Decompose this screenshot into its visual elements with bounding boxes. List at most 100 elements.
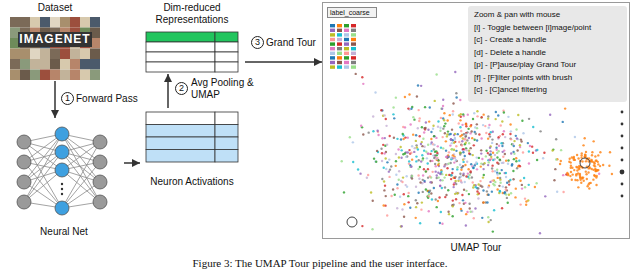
data-point (431, 198, 433, 200)
data-point (440, 211, 442, 213)
data-point (440, 146, 442, 148)
data-point (501, 145, 503, 147)
data-point (376, 150, 378, 152)
data-point (491, 170, 493, 172)
data-point (407, 192, 409, 194)
data-point (432, 124, 434, 126)
data-point (428, 193, 430, 195)
data-point (582, 144, 584, 146)
data-point (393, 136, 395, 138)
neuron (93, 175, 107, 189)
data-point (517, 114, 519, 116)
data-point (385, 118, 387, 120)
data-point (448, 213, 450, 215)
node-text: [c] - Create a handle (474, 35, 546, 45)
data-point (488, 126, 490, 128)
data-point (422, 179, 424, 181)
data-point (465, 141, 467, 143)
data-point (450, 138, 452, 140)
data-point (469, 207, 471, 209)
data-point (592, 178, 594, 180)
photo-tile (10, 17, 20, 28)
data-point (447, 211, 449, 213)
data-point (472, 181, 474, 183)
data-point (445, 140, 447, 142)
data-point (454, 133, 456, 135)
data-point (415, 199, 417, 201)
data-point (511, 163, 513, 165)
step-label: Avg Pooling & UMAP (191, 77, 257, 101)
data-point (497, 114, 499, 116)
data-point (455, 96, 457, 98)
data-point (515, 157, 517, 159)
data-point (441, 179, 443, 181)
data-point (464, 136, 466, 138)
class-swatch (344, 52, 349, 55)
data-point (447, 163, 449, 165)
data-point (422, 138, 424, 140)
data-point (504, 153, 506, 155)
data-point (408, 149, 410, 151)
data-point (396, 183, 398, 185)
photo-tile (30, 70, 40, 81)
data-point (370, 191, 372, 193)
data-point (593, 174, 595, 176)
data-point (423, 127, 425, 129)
data-point (594, 175, 596, 177)
data-point (452, 113, 454, 115)
data-point (455, 145, 457, 147)
data-point (585, 173, 587, 175)
data-point (467, 168, 469, 170)
data-point (460, 144, 462, 146)
data-point (462, 165, 464, 167)
data-point (377, 134, 379, 136)
data-point (437, 172, 439, 174)
data-point (499, 182, 501, 184)
data-point (522, 151, 524, 153)
data-point (418, 178, 420, 180)
table-cell (215, 150, 238, 163)
table-cell (146, 62, 215, 72)
data-point (373, 157, 375, 159)
data-point (384, 184, 386, 186)
data-point (570, 167, 572, 169)
data-point (521, 120, 523, 122)
data-point (381, 152, 383, 154)
node-text: [f] - [F]ilter points with brush (474, 73, 572, 83)
table-cell (146, 125, 215, 138)
data-point (419, 222, 421, 224)
data-point (562, 121, 564, 123)
class-swatch (337, 29, 342, 32)
data-point (405, 175, 407, 177)
data-point (447, 189, 449, 191)
data-point (488, 161, 490, 163)
data-point (513, 140, 515, 142)
data-point (430, 150, 432, 152)
data-point (480, 117, 482, 119)
data-point (396, 187, 398, 189)
data-point (419, 135, 421, 137)
slider-dot (621, 135, 624, 138)
data-point (386, 214, 388, 216)
neuron (55, 201, 69, 215)
data-point (466, 161, 468, 163)
data-point (408, 93, 410, 95)
data-point (429, 189, 431, 191)
data-point (450, 148, 452, 150)
data-point (407, 136, 409, 138)
data-point (428, 195, 430, 197)
data-point (450, 174, 452, 176)
data-point (485, 132, 487, 134)
data-point (435, 165, 437, 167)
class-swatch (344, 61, 349, 64)
data-point (404, 126, 406, 128)
data-point (404, 152, 406, 154)
data-point (404, 96, 406, 98)
data-point (534, 186, 536, 188)
data-point (464, 202, 466, 204)
data-point (460, 116, 462, 118)
data-point (487, 152, 489, 154)
neuron (55, 163, 69, 177)
data-point (496, 156, 498, 158)
data-point (454, 157, 456, 159)
